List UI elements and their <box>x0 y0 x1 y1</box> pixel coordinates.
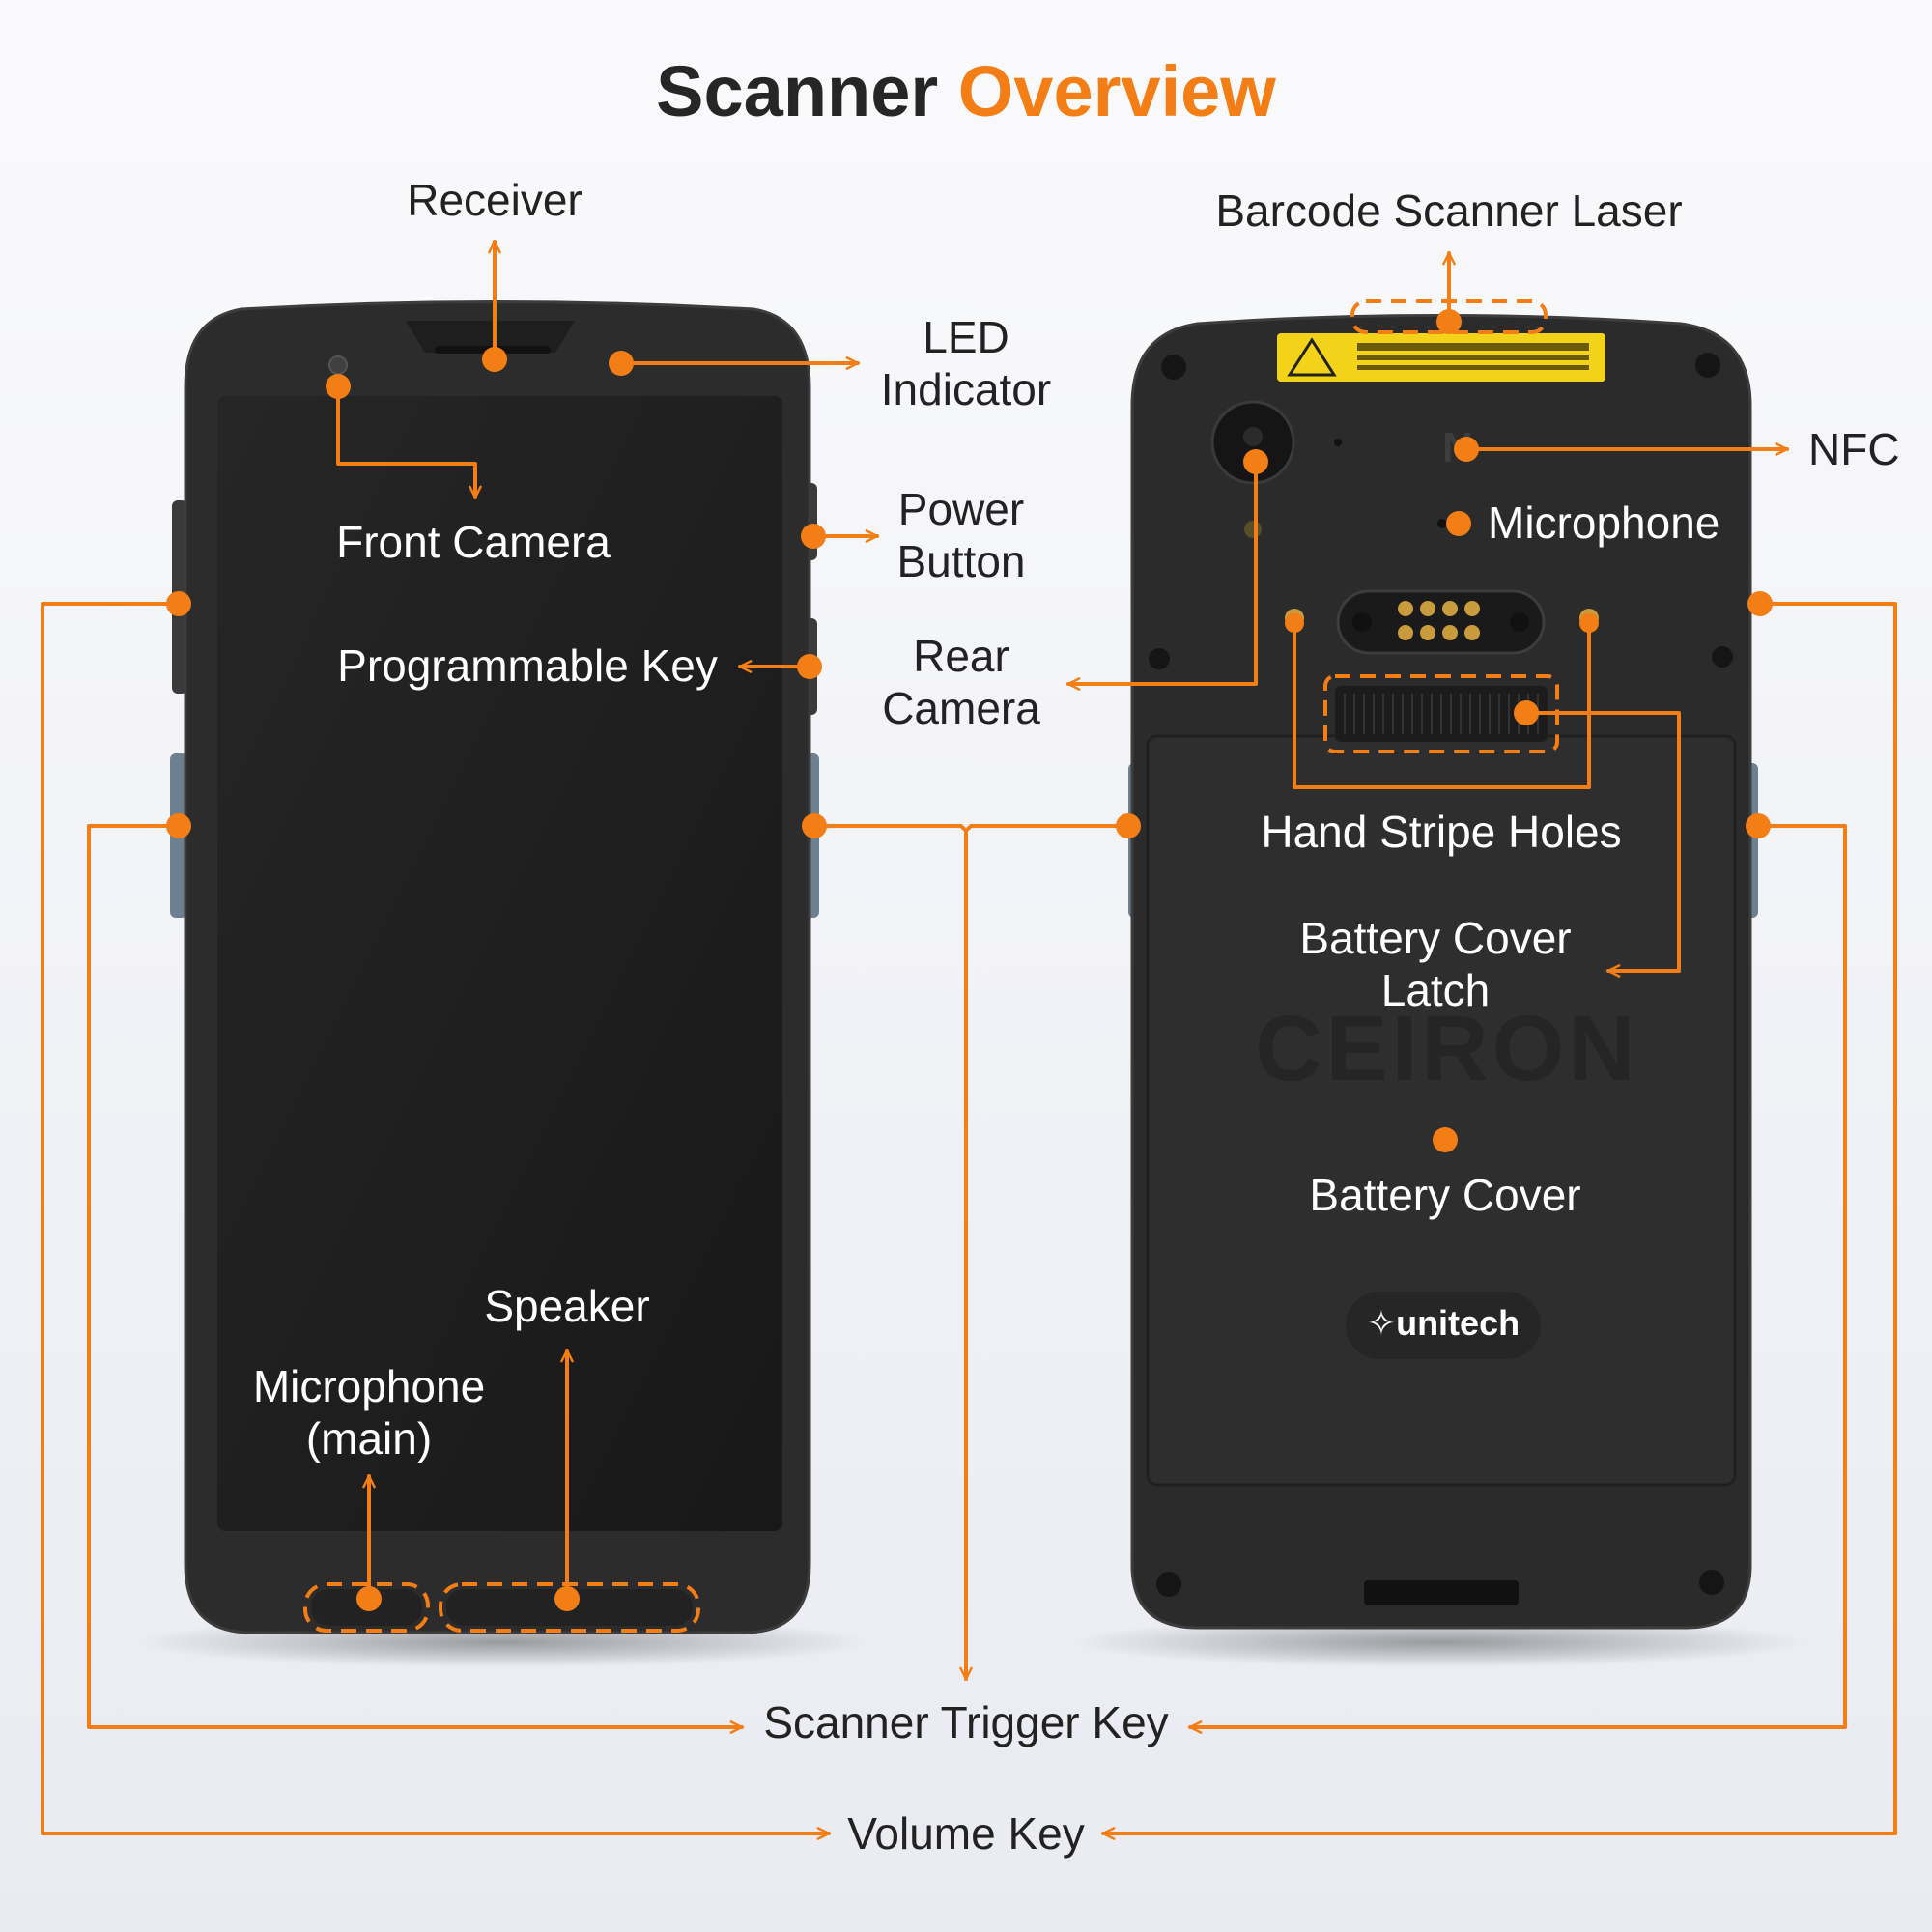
label-barcode-scanner-laser: Barcode Scanner Laser <box>1215 185 1683 236</box>
front-screen <box>217 396 782 1531</box>
label-front-camera: Front Camera <box>336 517 611 567</box>
label-programmable-key: Programmable Key <box>337 640 718 691</box>
label-speaker: Speaker <box>484 1281 650 1331</box>
logo-mark-icon: ✧ <box>1366 1303 1397 1343</box>
callout-lines <box>41 240 1897 1840</box>
front-camera-lens <box>328 355 348 375</box>
brand-watermark: CEIRON <box>1255 997 1639 1100</box>
pogo-connector <box>1336 589 1546 655</box>
label-battery-cover: Battery Cover <box>1309 1170 1581 1220</box>
brand-logo-pill <box>1346 1292 1541 1359</box>
back-device: N <box>1072 299 1806 1667</box>
label-hand-stripe-holes: Hand Stripe Holes <box>1261 807 1622 857</box>
label-microphone-back: Microphone <box>1488 497 1720 548</box>
label-nfc: NFC <box>1808 424 1900 474</box>
callout-dots <box>166 309 1773 1611</box>
label-scanner-trigger-key: Scanner Trigger Key <box>763 1697 1169 1747</box>
label-microphone-main: Microphone(main) <box>252 1361 486 1463</box>
label-volume-key: Volume Key <box>847 1808 1085 1859</box>
mic-highlight <box>303 1582 430 1633</box>
brand-logo: ✧unitech <box>1366 1303 1520 1343</box>
label-receiver: Receiver <box>407 175 582 225</box>
page-title: Scanner Overview <box>656 51 1276 131</box>
front-device <box>135 300 869 1667</box>
speaker-highlight <box>439 1582 700 1633</box>
